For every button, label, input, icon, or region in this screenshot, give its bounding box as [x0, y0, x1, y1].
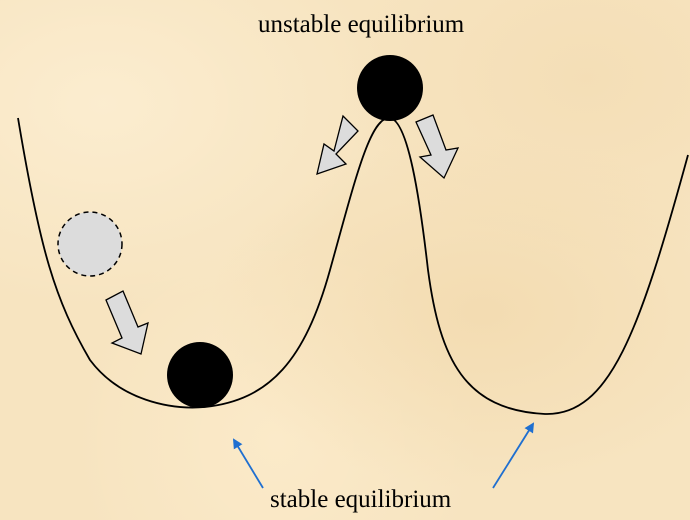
- unstable-ball: [357, 55, 423, 121]
- roll-down-left-arrow: [316, 114, 359, 175]
- potential-curve: [17, 117, 689, 415]
- stable-ball: [167, 342, 233, 408]
- stable-pointer-right: [492, 422, 535, 489]
- roll-down-right-arrow: [415, 114, 460, 180]
- stable-equilibrium-label: stable equilibrium: [270, 486, 452, 513]
- stable-pointer-left: [232, 438, 264, 489]
- ghost-ball: [57, 211, 123, 277]
- fall-into-well-arrow: [105, 290, 149, 355]
- unstable-equilibrium-label: unstable equilibrium: [258, 11, 465, 38]
